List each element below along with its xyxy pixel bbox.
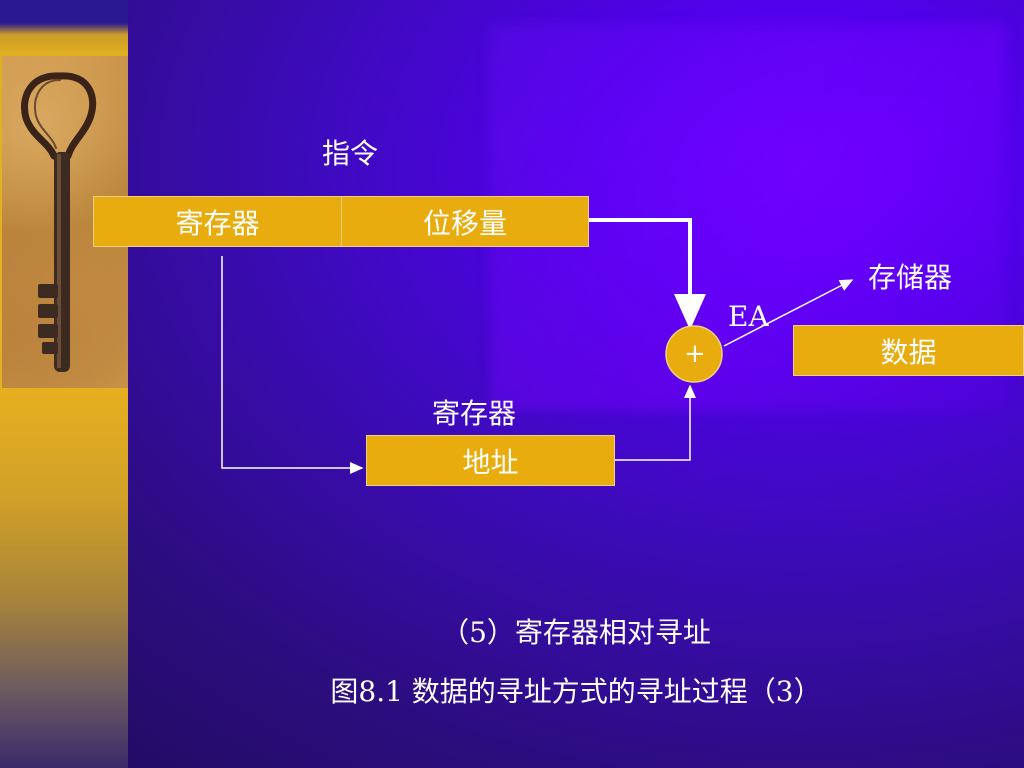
ea-to-memory-arrow bbox=[723, 279, 854, 347]
displacement-to-adder-arrow bbox=[589, 218, 706, 330]
adder-symbol: + bbox=[684, 339, 706, 369]
caption-figure-title: 图8.1 数据的寻址方式的寻址过程（3） bbox=[330, 675, 822, 708]
key-icon bbox=[21, 72, 97, 372]
memory-label: 存储器 bbox=[868, 261, 953, 294]
register-label: 寄存器 bbox=[432, 397, 517, 430]
register-field-box: 寄存器 bbox=[93, 196, 342, 247]
adder-circle bbox=[665, 325, 723, 383]
address-to-adder-arrow bbox=[615, 384, 696, 461]
register-to-address-arrow bbox=[221, 256, 364, 474]
ea-label: EA bbox=[728, 300, 769, 333]
address-box: 地址 bbox=[366, 435, 615, 486]
key-image bbox=[2, 56, 128, 388]
displacement-field-text: 位移量 bbox=[422, 206, 507, 240]
register-field-text: 寄存器 bbox=[175, 206, 260, 240]
data-box-text: 数据 bbox=[880, 335, 937, 369]
data-box: 数据 bbox=[793, 325, 1024, 376]
address-box-text: 地址 bbox=[462, 445, 519, 479]
instruction-label: 指令 bbox=[322, 137, 379, 170]
displacement-field-box: 位移量 bbox=[341, 196, 589, 247]
caption-subtitle: （5）寄存器相对寻址 bbox=[441, 616, 711, 649]
